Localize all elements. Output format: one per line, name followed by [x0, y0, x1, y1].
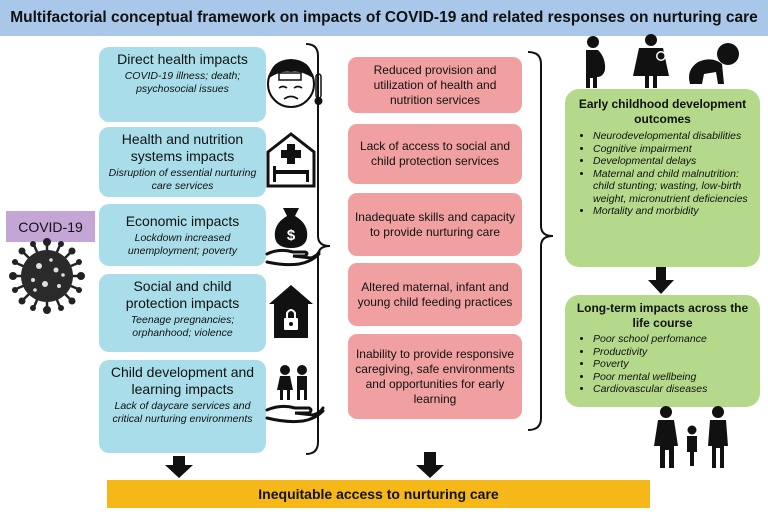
covid-label: COVID-19 [6, 211, 95, 242]
family-icon [654, 406, 728, 468]
list-item: Productivity [593, 346, 752, 359]
long-term-impacts-box: Long-term impacts across the life course… [565, 295, 760, 407]
mechanism-box: Inadequate skills and capacity to provid… [348, 193, 522, 256]
list-item: Developmental delays [593, 155, 752, 168]
ecd-outcomes-box: Early childhood development outcomes Neu… [565, 89, 760, 267]
impact-detail: Lockdown increased unemployment; poverty [127, 232, 238, 257]
list-item: Poor school perfomance [593, 333, 752, 346]
impact-detail: Disruption of essential nurturing care s… [108, 167, 257, 192]
arrow-down-icon [165, 456, 193, 478]
long-term-heading: Long-term impacts across the life course [576, 301, 749, 330]
pregnant-woman-icon [586, 36, 606, 88]
list-item: Cardiovascular diseases [593, 383, 752, 396]
house-lock-icon [269, 285, 313, 338]
svg-text:$: $ [287, 227, 296, 244]
impact-detail: Lack of daycare services and critical nu… [112, 400, 253, 425]
money-bag-hand-icon: $ [265, 208, 321, 267]
arrow-down-icon [416, 452, 444, 478]
impact-box-economic: Economic impacts Lockdown increased unem… [99, 204, 266, 266]
right-bracket [527, 51, 554, 431]
mechanism-box: Reduced provision and utilization of hea… [348, 57, 522, 113]
impact-heading: Health and nutrition systems impacts [121, 131, 244, 164]
impact-heading: Social and child protection impacts [125, 278, 240, 311]
children-hand-icon [265, 365, 325, 424]
sick-face-thermometer-icon [267, 59, 323, 108]
woman-with-baby-icon [633, 34, 669, 88]
impact-box-social-protection: Social and child protection impacts Teen… [99, 274, 266, 352]
mechanism-box: Altered maternal, infant and young child… [348, 263, 522, 326]
arrow-down-icon [648, 267, 674, 294]
impact-box-child-development: Child development and learning impacts L… [99, 360, 266, 453]
diagram-title: Multifactorial conceptual framework on i… [0, 0, 768, 36]
impact-detail: COVID-19 illness; death; psychosocial is… [124, 70, 241, 95]
left-bracket [305, 43, 331, 455]
impact-box-health-systems: Health and nutrition systems impacts Dis… [99, 127, 266, 197]
mechanism-box: Lack of access to social and child prote… [348, 124, 522, 184]
list-item: Neurodevelopmental disabilities [593, 130, 752, 143]
impact-heading: Economic impacts [125, 213, 240, 229]
virus-icon [9, 238, 85, 314]
impact-heading: Child development and learning impacts [110, 364, 255, 397]
ecd-outcomes-list: Neurodevelopmental disabilities Cognitiv… [573, 130, 752, 218]
list-item: Cognitive impairment [593, 143, 752, 156]
ecd-outcomes-heading: Early childhood development outcomes [578, 97, 747, 126]
impact-detail: Teenage pregnancies; orphanhood; violenc… [130, 314, 235, 339]
list-item: Poverty [593, 358, 752, 371]
bottom-outcome-bar: Inequitable access to nurturing care [107, 480, 650, 508]
list-item: Mortality and morbidity [593, 205, 752, 218]
list-item: Maternal and child malnutrition: child s… [593, 168, 752, 206]
impact-box-direct-health: Direct health impacts COVID-19 illness; … [99, 47, 266, 122]
impact-heading: Direct health impacts [117, 51, 248, 67]
hospital-icon [266, 132, 316, 188]
crawling-baby-icon [689, 43, 739, 84]
list-item: Poor mental wellbeing [593, 371, 752, 384]
mechanism-box: Inability to provide responsive caregivi… [348, 334, 522, 419]
long-term-list: Poor school perfomance Productivity Pove… [573, 333, 752, 396]
